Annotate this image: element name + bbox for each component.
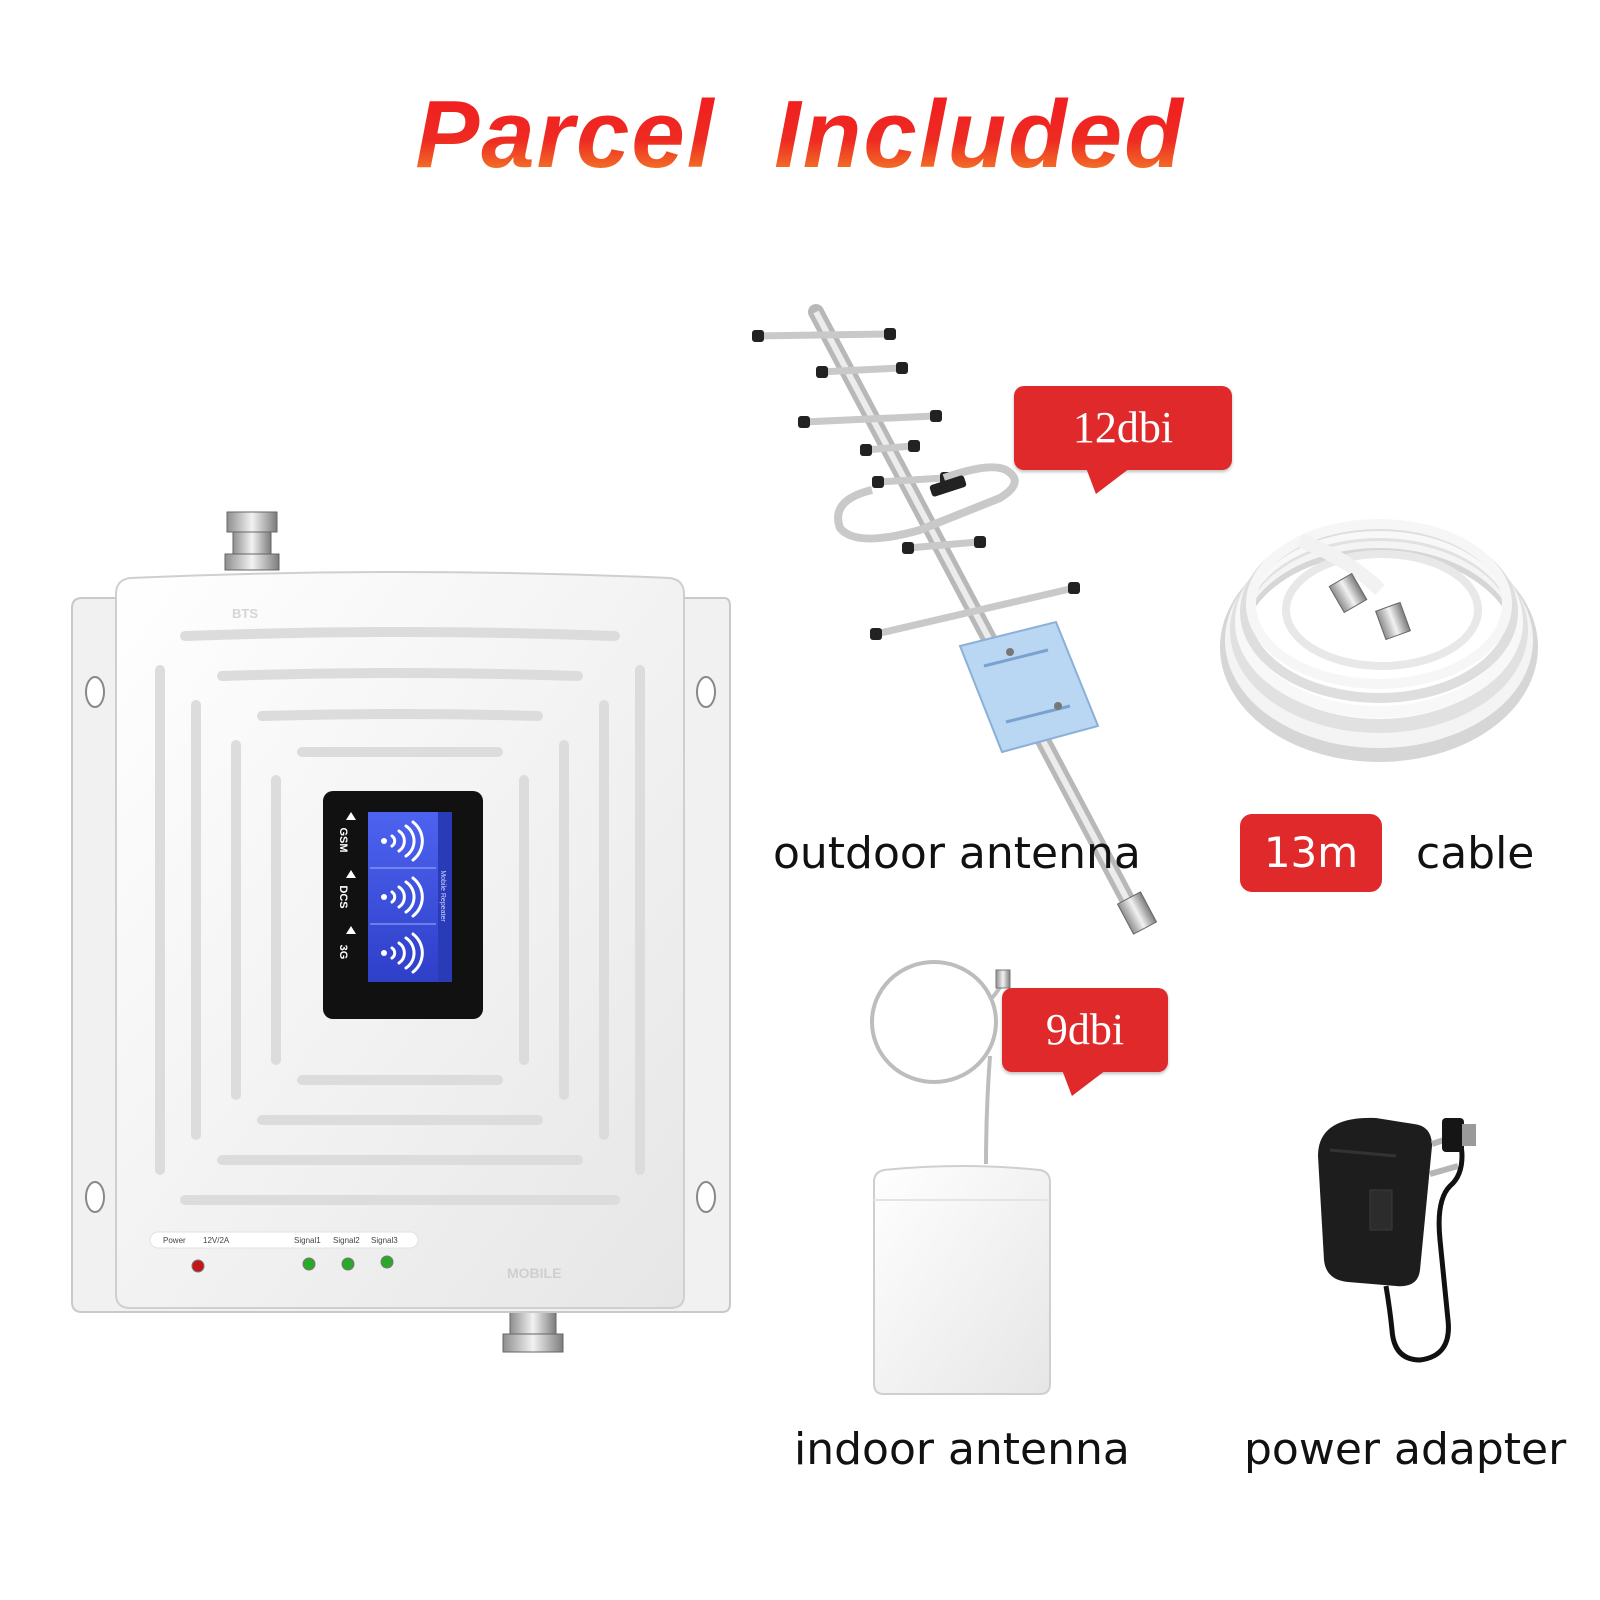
outdoor-antenna-gain-badge: 12dbi [1014,386,1232,494]
power-adapter-image [1318,1117,1476,1363]
cable-length: 13m [1263,828,1359,877]
lcd-band-gsm: GSM [337,827,349,852]
signal2-label: Signal2 [333,1236,360,1245]
signal2-led [341,1257,355,1271]
outdoor-antenna-label: outdoor antenna [773,828,1141,879]
signal1-label: Signal1 [294,1236,321,1245]
power-adapter-label: power adapter [1244,1424,1567,1475]
repeater-unit: BTS MOBILE Mobile Repeater GSM DCS 3G [71,511,731,1353]
lcd-display: Mobile Repeater GSM DCS 3G [323,791,483,1019]
indoor-antenna-label: indoor antenna [794,1424,1130,1475]
lcd-band-3g: 3G [337,945,349,960]
cable-label: cable [1416,828,1535,879]
outdoor-antenna-gain: 12dbi [1072,403,1174,452]
voltage-label: 12V/2A [203,1236,230,1245]
top-connector [224,511,280,571]
signal1-led [302,1257,316,1271]
bottom-port-label: MOBILE [507,1265,561,1281]
page-title: Parcel Included [415,81,1185,188]
signal3-label: Signal3 [371,1236,398,1245]
outdoor-antenna-image [752,304,1158,935]
indoor-antenna-gain: 9dbi [1045,1005,1125,1054]
lcd-band-dcs: DCS [337,885,349,908]
top-port-label: BTS [232,606,258,621]
cable-coil-image [1220,519,1538,762]
cable-length-badge: 13m [1240,814,1382,892]
lcd-brand: Mobile Repeater [439,870,446,922]
power-led [191,1259,205,1273]
indoor-antenna-image [870,960,1051,1395]
indoor-antenna-gain-badge: 9dbi [1002,988,1168,1096]
power-label: Power [163,1236,186,1245]
signal3-led [380,1255,394,1269]
